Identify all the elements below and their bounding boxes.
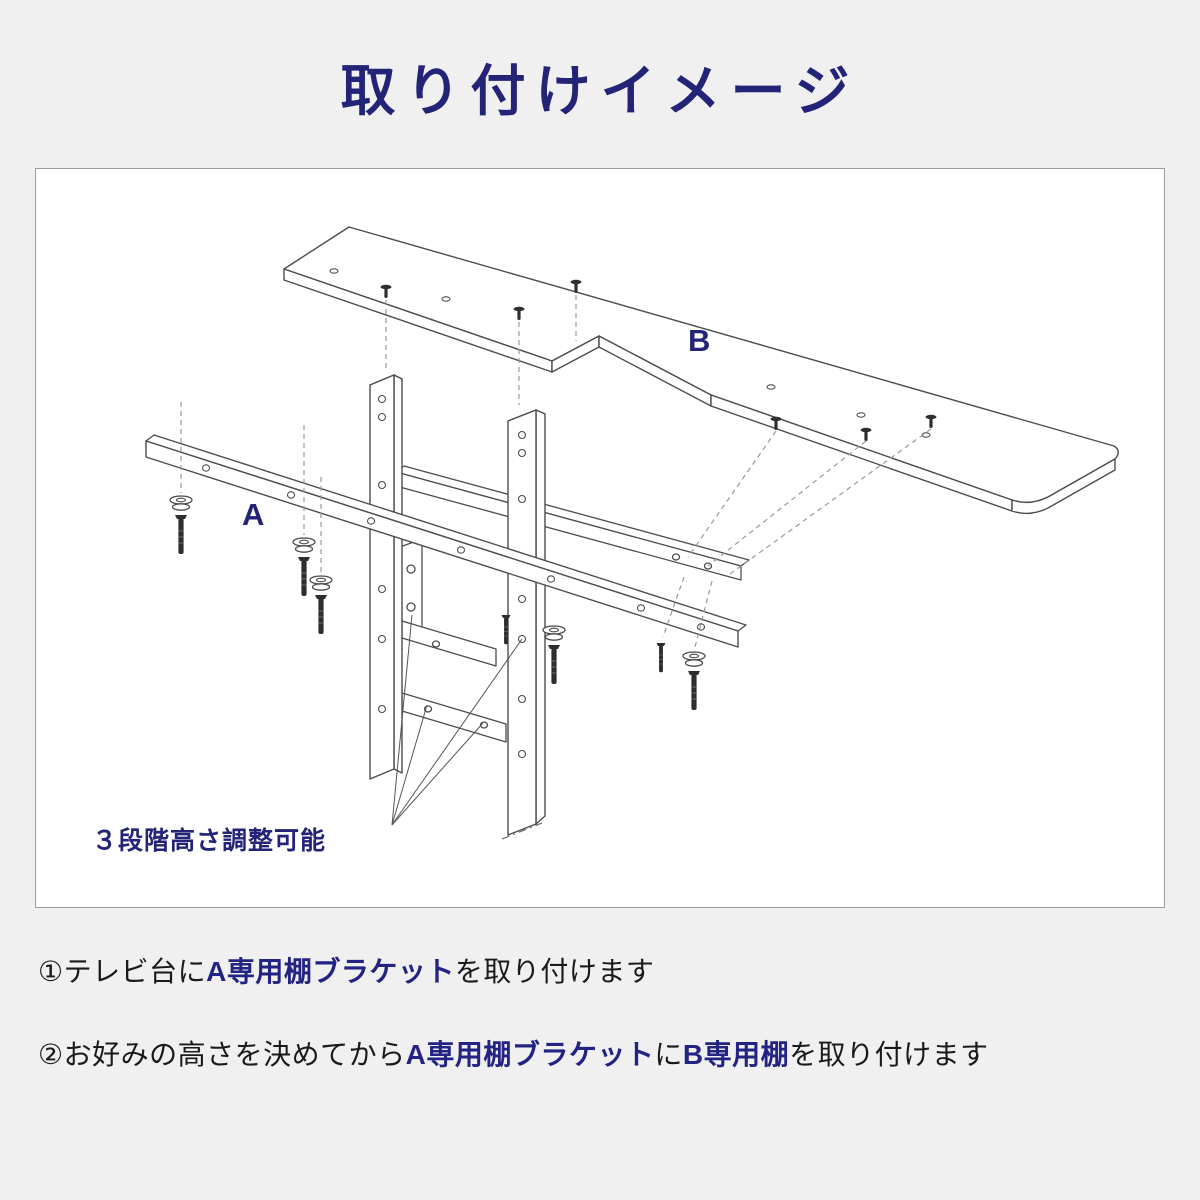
pole-holes <box>517 430 527 759</box>
washer-icon <box>542 625 566 641</box>
bolt-icon <box>547 644 561 685</box>
board-screw-holes <box>329 268 931 438</box>
instructions: ①テレビ台にA専用棚ブラケットを取り付けます ②お好みの高さを決めてからA専用棚… <box>38 954 1172 1072</box>
note-pointer-lines <box>391 614 523 826</box>
bolt-icon <box>687 670 701 711</box>
instruction-text: ②お好みの高さを決めてから <box>38 1039 406 1070</box>
stand-pole-right <box>501 409 546 840</box>
instruction-text: ①テレビ台に <box>38 956 207 987</box>
rear-bracket-bar <box>395 465 750 581</box>
instruction-line-2: ②お好みの高さを決めてからA専用棚ブラケットにB専用棚を取り付けます <box>38 1037 1172 1072</box>
part-a-highlight: A専用棚ブラケット <box>206 956 455 987</box>
part-a-highlight: A専用棚ブラケット <box>405 1039 655 1070</box>
bolt-icon <box>174 514 188 555</box>
instruction-text: を取り付けます <box>789 1039 989 1070</box>
washer-icon <box>292 537 316 553</box>
label-part-b: B <box>688 323 711 358</box>
shelf-board-b <box>283 226 1119 515</box>
stand-cross-rails <box>399 538 507 743</box>
instruction-text: に <box>654 1039 683 1070</box>
height-adjust-note: ３段階高さ調整可能 <box>92 827 327 855</box>
instruction-line-1: ①テレビ台にA専用棚ブラケットを取り付けます <box>38 954 1172 989</box>
pole-break-line <box>501 822 543 840</box>
bracket-bar-a <box>145 434 747 648</box>
bolt-icon <box>297 556 311 597</box>
washer-icon <box>682 651 706 667</box>
part-b-highlight: B専用棚 <box>682 1039 790 1070</box>
label-part-a: A <box>242 497 265 532</box>
bolt-icon <box>314 594 328 635</box>
bolt-icon <box>656 642 666 673</box>
dashed-guide-lines <box>180 295 932 652</box>
washer-icon <box>309 575 333 591</box>
pole-holes <box>377 394 387 714</box>
assembly-diagram <box>145 226 1119 840</box>
diagram-panel: B A ３段階高さ調整可能 <box>35 168 1165 908</box>
instruction-text: を取り付けます <box>454 956 655 987</box>
stand-pole-left <box>369 374 403 780</box>
page-title: 取り付けイメージ <box>340 58 860 123</box>
washer-icon <box>169 495 193 511</box>
